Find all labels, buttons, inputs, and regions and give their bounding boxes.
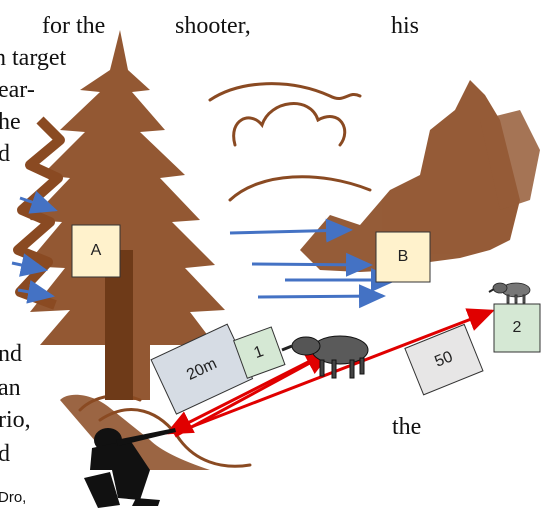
red-line-to-1 bbox=[174, 350, 333, 438]
right-arrow-4 bbox=[257, 284, 386, 309]
tapir-near-icon bbox=[281, 335, 369, 379]
tapir-far-icon bbox=[488, 282, 531, 304]
box-50-shape bbox=[404, 323, 484, 396]
text-line1-a: for the bbox=[42, 13, 106, 39]
box-b-label: B bbox=[397, 248, 409, 265]
text-line7: an bbox=[0, 375, 21, 401]
blue-arrows-left bbox=[11, 190, 58, 304]
left-arrow-2 bbox=[11, 253, 48, 277]
left-arrow-3 bbox=[17, 280, 55, 304]
box-a-shape bbox=[71, 224, 121, 278]
hunter-icon bbox=[84, 428, 176, 508]
text-line9: d bbox=[0, 441, 10, 467]
box-b-shape bbox=[375, 231, 431, 283]
box-2-label: 2 bbox=[512, 319, 522, 336]
text-line8-b: the bbox=[392, 414, 422, 440]
right-arrow-1 bbox=[229, 218, 353, 243]
right-trees bbox=[300, 80, 540, 272]
text-line10: Dro, bbox=[0, 489, 27, 506]
right-arrow-2 bbox=[251, 252, 373, 277]
foreground-bush bbox=[60, 394, 210, 470]
box-2-shape bbox=[493, 303, 541, 353]
text-line4: he bbox=[0, 109, 21, 135]
text-line3: ear- bbox=[0, 77, 35, 103]
text-line6: nd bbox=[0, 341, 22, 367]
text-line1-c: his bbox=[391, 13, 420, 39]
text-line5: d bbox=[0, 141, 10, 167]
text-line2: n target bbox=[0, 45, 67, 71]
red-line-back bbox=[165, 354, 321, 435]
box-a-label: A bbox=[90, 242, 102, 259]
text-line8: rio, bbox=[0, 407, 31, 433]
text-line1-b: shooter, bbox=[175, 13, 251, 39]
left-arrow-1 bbox=[19, 190, 58, 214]
box-1-shape bbox=[233, 326, 286, 379]
